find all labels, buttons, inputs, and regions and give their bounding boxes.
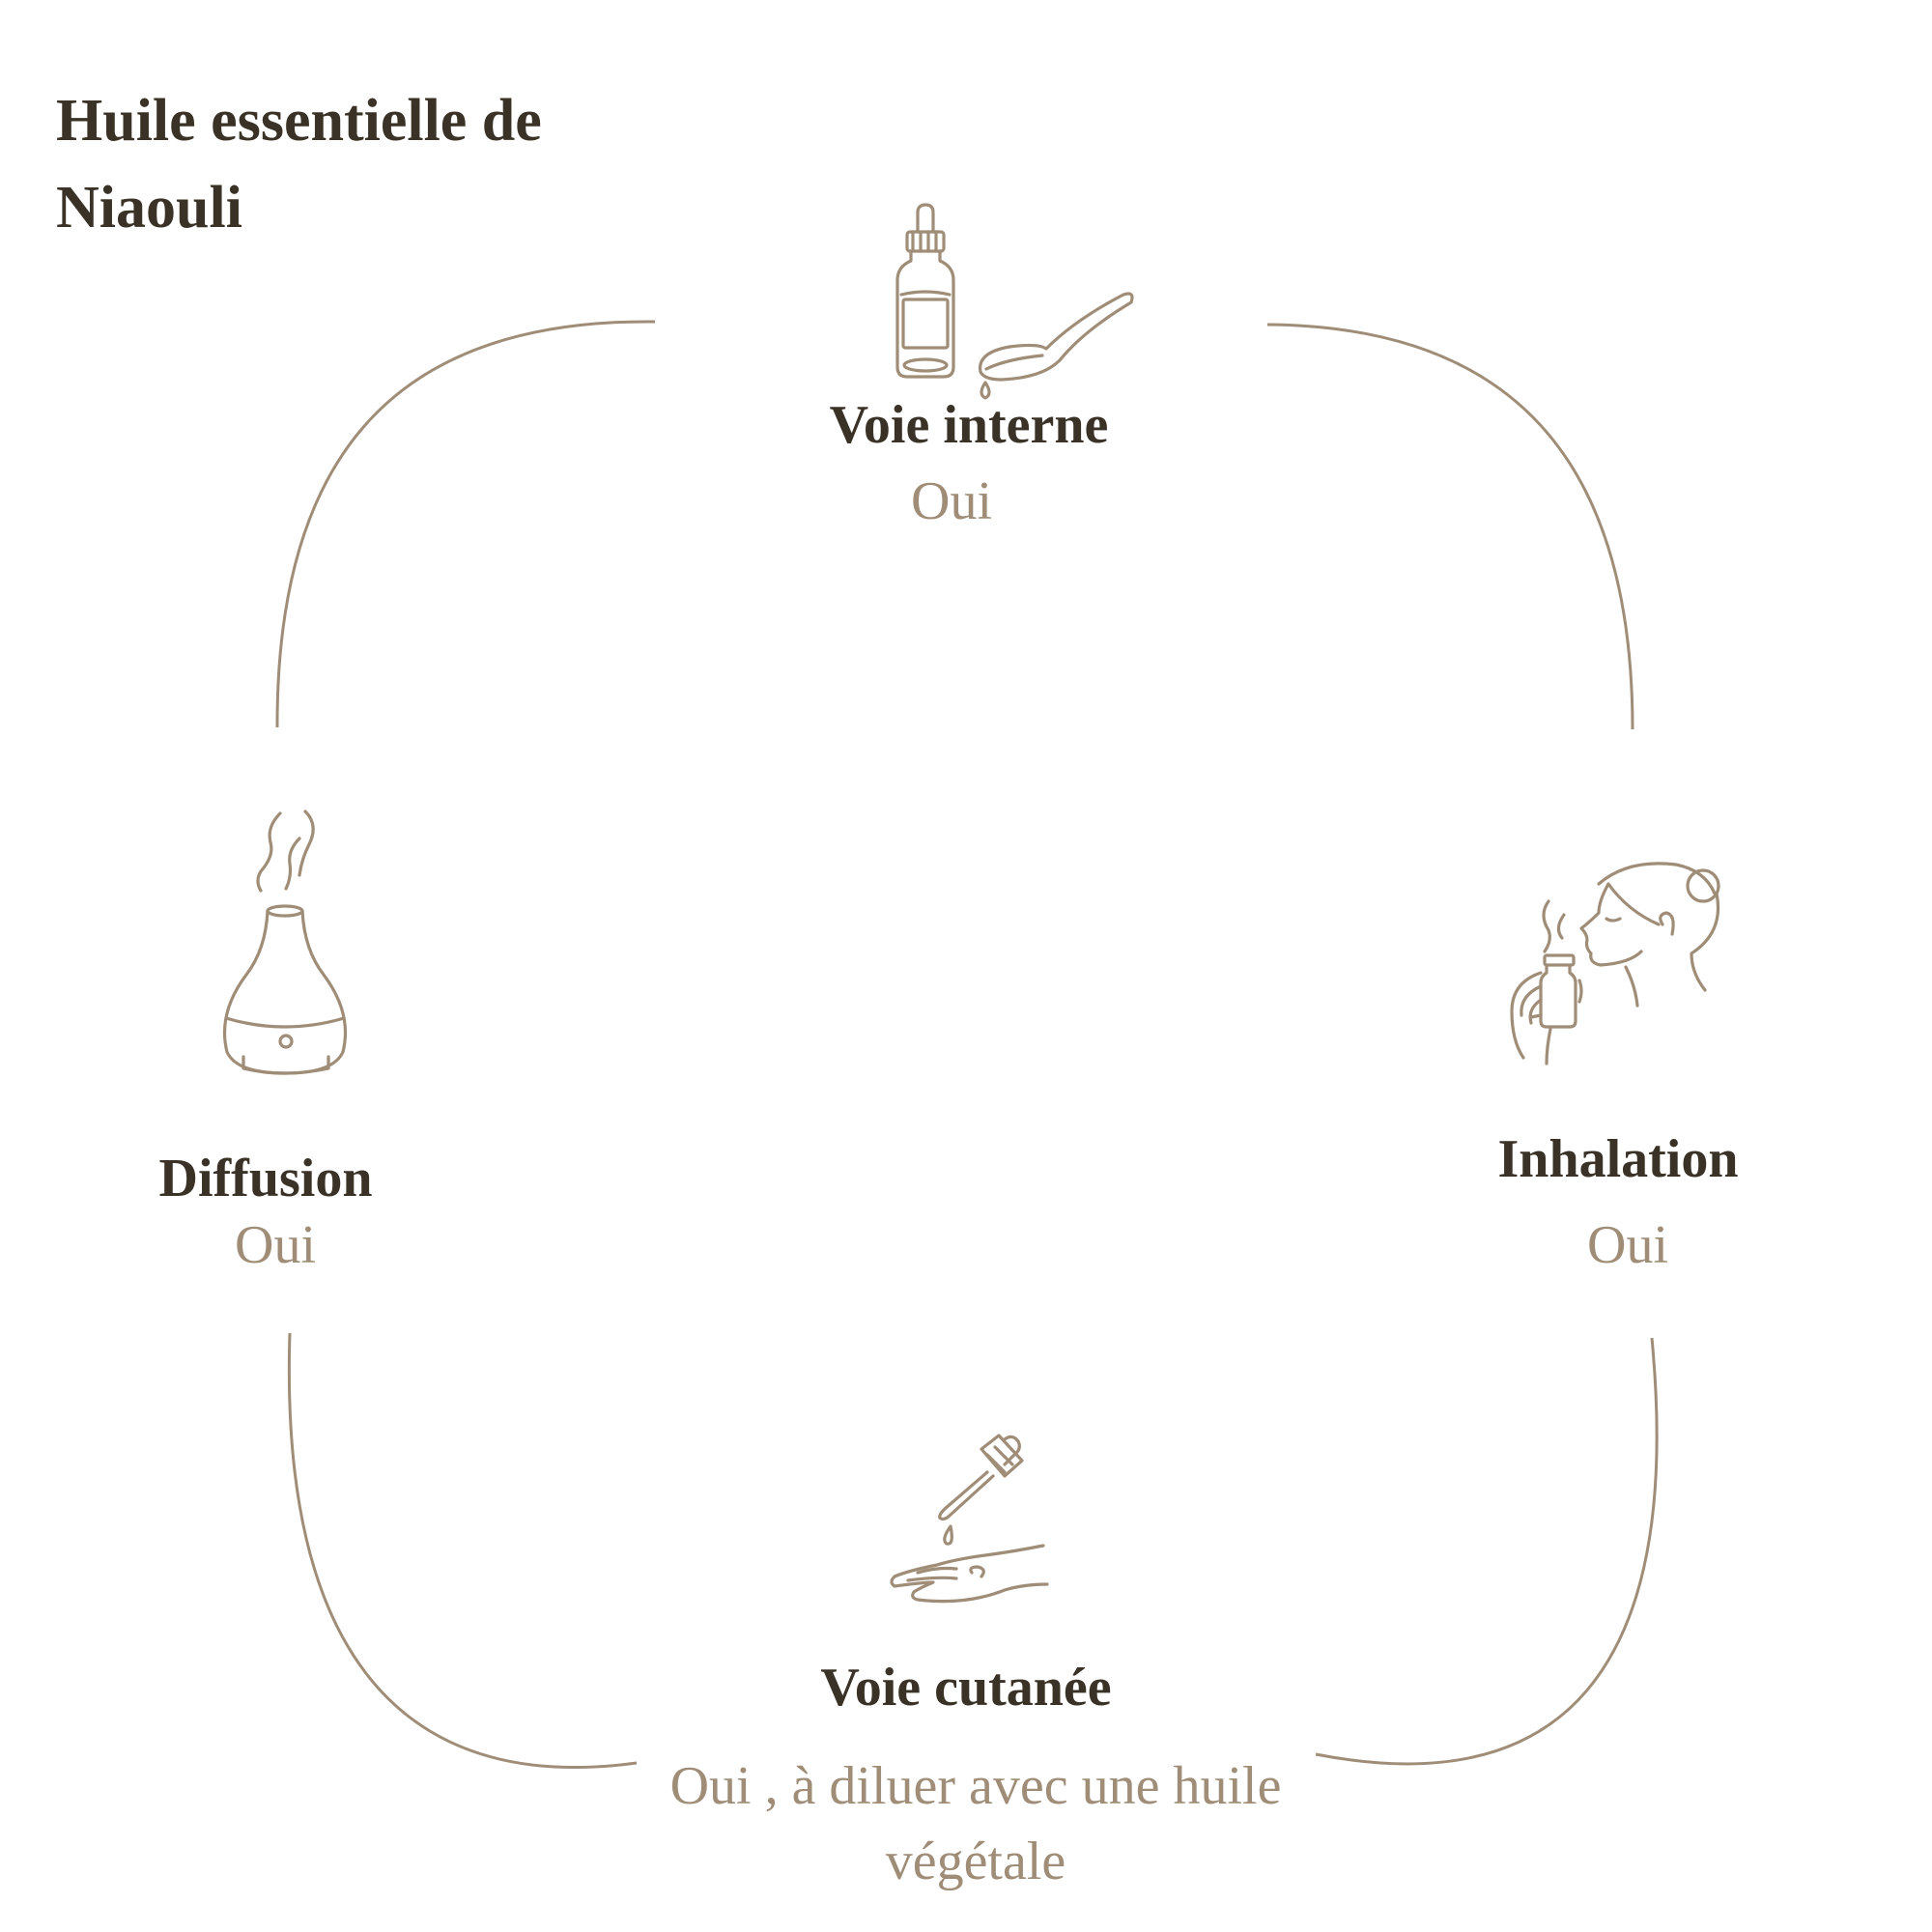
arc-bottom-left (287, 1332, 638, 1769)
dropper-over-hand-icon (879, 1430, 1072, 1623)
usage-value-voie-cutanee: Oui , à diluer avec une huile végétale (669, 1756, 1282, 1891)
dropper-bottle-and-spoon-icon (894, 203, 1135, 400)
usage-label-voie-interne: Voie interne (829, 395, 1109, 455)
usage-value-voie-interne: Oui (911, 471, 992, 531)
arc-bottom-right (1315, 1337, 1659, 1766)
usage-value-diffusion: Oui (235, 1215, 316, 1275)
usage-label-voie-cutanee: Voie cutanée (820, 1658, 1112, 1718)
diffuser-icon (222, 802, 357, 1077)
arc-top-left (275, 320, 656, 728)
usage-value-inhalation: Oui (1587, 1215, 1668, 1275)
page-title: Huile essentielle de Niaouli (56, 88, 542, 241)
arc-top-right (1266, 323, 1634, 730)
usage-label-diffusion: Diffusion (158, 1149, 373, 1208)
woman-smelling-bottle-icon (1502, 855, 1744, 1067)
usage-label-inhalation: Inhalation (1497, 1129, 1739, 1189)
